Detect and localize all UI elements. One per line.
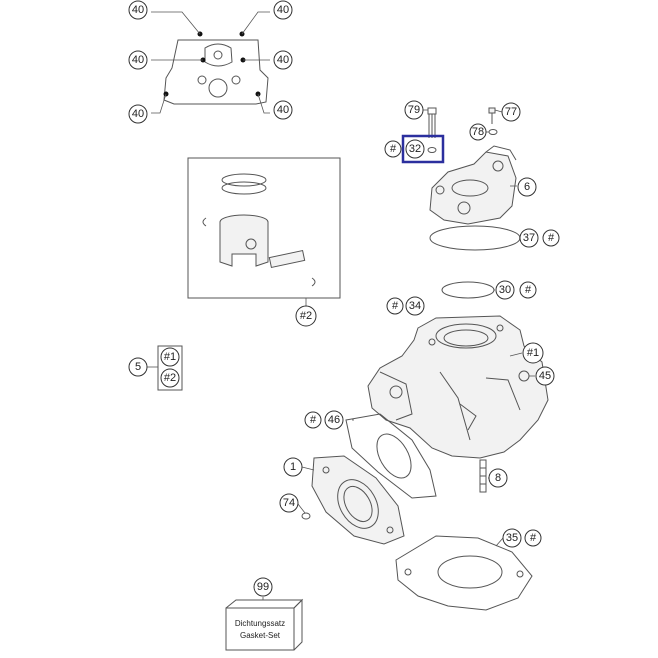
callout-34[interactable]: 34 (405, 296, 425, 316)
callout-46[interactable]: 46 (324, 410, 344, 430)
callout-40-bottom-left[interactable]: 40 (128, 104, 148, 124)
callout-32-hash[interactable]: # (384, 140, 402, 158)
intake-flange-drawing (297, 455, 405, 545)
base-gasket-drawing (395, 535, 533, 611)
callout-piston-set[interactable]: #2 (295, 305, 317, 327)
gasket-set-text-de: Dichtungssatz (235, 619, 285, 628)
callout-35[interactable]: 35 (502, 528, 522, 548)
svg-text:8: 8 (495, 472, 501, 484)
callout-30[interactable]: 30 (495, 280, 515, 300)
svg-text:1: 1 (290, 461, 296, 473)
svg-text:#: # (392, 300, 399, 312)
svg-text:79: 79 (408, 104, 420, 116)
gasket-set-text-en: Gasket-Set (240, 631, 281, 640)
callout-cylinder-set[interactable]: #1 (522, 342, 544, 364)
svg-text:77: 77 (505, 106, 517, 118)
svg-text:#: # (525, 284, 532, 296)
callout-99[interactable]: 99 (253, 577, 273, 597)
svg-text:40: 40 (277, 104, 289, 116)
svg-text:#1: #1 (527, 347, 539, 359)
callout-32[interactable]: 32 (405, 139, 425, 159)
set-boxes-drawing: Dichtungssatz Gasket-Set (147, 345, 304, 651)
callout-79[interactable]: 79 (404, 100, 424, 120)
callout-5[interactable]: 5 (128, 357, 148, 377)
callout-37-hash[interactable]: # (542, 229, 560, 247)
reed-gasket-drawing (345, 413, 437, 499)
svg-text:46: 46 (328, 414, 340, 426)
svg-text:5: 5 (135, 361, 141, 373)
svg-text:6: 6 (524, 181, 530, 193)
callout-5-set1[interactable]: #1 (160, 347, 180, 367)
svg-text:78: 78 (472, 126, 484, 138)
callout-34-hash[interactable]: # (386, 297, 404, 315)
callout-45[interactable]: 45 (535, 366, 555, 386)
top-gasket-drawing (151, 11, 270, 114)
callout-6[interactable]: 6 (517, 177, 537, 197)
callout-77[interactable]: 77 (501, 102, 521, 122)
callout-74[interactable]: 74 (279, 493, 299, 513)
piston-box-drawing (187, 157, 341, 306)
svg-text:34: 34 (409, 300, 421, 312)
callout-40-mid-right[interactable]: 40 (273, 50, 293, 70)
callout-8[interactable]: 8 (488, 468, 508, 488)
svg-text:32: 32 (409, 143, 421, 155)
callout-35-hash[interactable]: # (524, 529, 542, 547)
callout-46-hash[interactable]: # (304, 411, 322, 429)
callout-40-bottom-right[interactable]: 40 (273, 100, 293, 120)
svg-text:99: 99 (257, 581, 269, 593)
svg-text:#1: #1 (164, 351, 176, 363)
svg-text:35: 35 (506, 532, 518, 544)
svg-text:40: 40 (132, 54, 144, 66)
svg-text:30: 30 (499, 284, 511, 296)
head-fasteners-drawing (423, 107, 503, 153)
svg-text:#: # (530, 532, 537, 544)
highlight-box (401, 134, 445, 164)
svg-text:#2: #2 (300, 310, 312, 322)
callout-5-set2[interactable]: #2 (160, 368, 180, 388)
svg-text:40: 40 (277, 54, 289, 66)
svg-text:#: # (548, 232, 555, 244)
svg-text:40: 40 (132, 108, 144, 120)
stud-drawing (479, 459, 489, 493)
cylinder-drawing (367, 315, 549, 459)
svg-text:37: 37 (523, 232, 535, 244)
svg-text:#: # (310, 414, 317, 426)
cylinder-head-drawing (429, 145, 521, 299)
callout-40-top-right[interactable]: 40 (273, 0, 293, 20)
svg-text:74: 74 (283, 497, 295, 509)
svg-text:#: # (390, 143, 397, 155)
callout-30-hash[interactable]: # (519, 281, 537, 299)
callout-40-mid-left[interactable]: 40 (128, 50, 148, 70)
svg-text:40: 40 (132, 4, 144, 16)
svg-text:45: 45 (539, 370, 551, 382)
svg-text:#2: #2 (164, 372, 176, 384)
callout-40-top-left[interactable]: 40 (128, 0, 148, 20)
callout-78[interactable]: 78 (469, 123, 487, 141)
callout-37[interactable]: 37 (519, 228, 539, 248)
callout-1[interactable]: 1 (283, 457, 303, 477)
svg-text:40: 40 (277, 4, 289, 16)
